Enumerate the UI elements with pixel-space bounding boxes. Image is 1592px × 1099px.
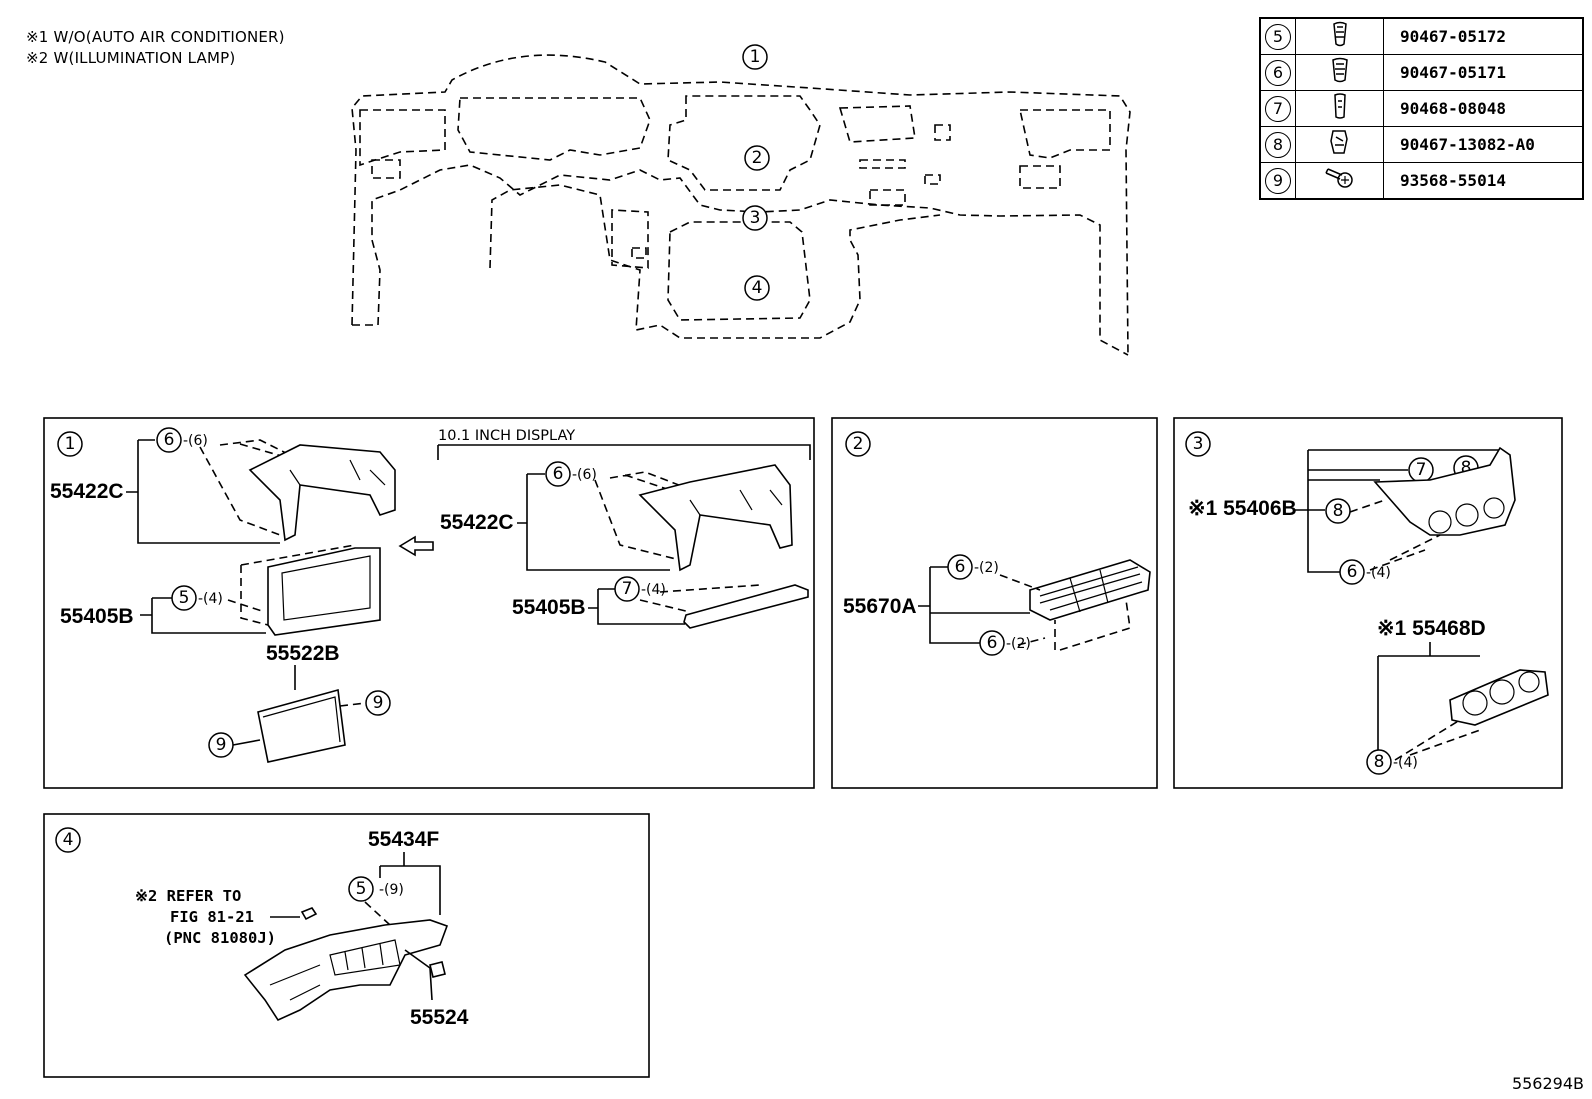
table-row: 5 90467-05172 xyxy=(1259,17,1584,55)
ac-control-panel xyxy=(1449,669,1549,726)
quantity: -(6) xyxy=(183,433,208,449)
quantity: -(4) xyxy=(1393,755,1418,771)
instrument-cluster-hood-10in xyxy=(638,464,793,572)
part-label-55524: 55524 xyxy=(410,1006,469,1029)
part-label-55522B: 55522B xyxy=(266,642,340,665)
center-vent-assembly xyxy=(1029,559,1151,621)
view-arrow-icon xyxy=(398,535,434,557)
callout-6: 6 xyxy=(164,430,175,450)
callout-5: 5 xyxy=(356,879,367,899)
quantity: -(4) xyxy=(198,591,223,607)
panel-1: 1 55422C 6 -(6) 55405B 5 -(4) 55522B 9 9 xyxy=(43,417,815,789)
callout-7: 7 xyxy=(1416,460,1427,480)
panel-4: 4 55434F 5 -(9) ※2 REFER TO FIG 81-21 (P… xyxy=(43,813,650,1078)
callout-6: 6 xyxy=(1347,562,1358,582)
illumination-lamp xyxy=(300,907,318,921)
callout-overview-2: 2 xyxy=(752,148,763,168)
clip-icon xyxy=(1332,21,1347,47)
dashboard-overview: 1 2 3 4 xyxy=(351,44,1131,356)
part-number: 90467-05171 xyxy=(1383,54,1584,91)
table-row: 8 90467-13082-A0 xyxy=(1259,126,1584,163)
callout: 8 xyxy=(1265,131,1291,158)
callout-5: 5 xyxy=(179,588,190,608)
callout-9: 9 xyxy=(373,693,384,713)
part-label-55422C: 55422C xyxy=(440,511,514,534)
callout-8: 8 xyxy=(1333,501,1344,521)
clip-icon xyxy=(1329,130,1348,154)
part-label-55406B: ※1 55406B xyxy=(1188,497,1297,520)
lower-center-panel xyxy=(667,221,811,321)
panel-2-number: 2 xyxy=(853,434,864,454)
callout-overview-3: 3 xyxy=(750,208,761,228)
callout: 6 xyxy=(1265,59,1291,86)
callout: 5 xyxy=(1265,23,1291,50)
callout-6: 6 xyxy=(553,464,564,484)
switch-plug xyxy=(429,961,446,978)
callout-9: 9 xyxy=(216,735,227,755)
table-row: 9 93568-55014 xyxy=(1259,162,1584,200)
vent-left xyxy=(611,209,649,269)
part-label-55468D: ※1 55468D xyxy=(1377,617,1486,640)
callout-8: 8 xyxy=(1374,752,1385,772)
clip-icon xyxy=(1331,57,1348,83)
callout-overview-1: 1 xyxy=(750,47,761,67)
center-panel xyxy=(667,95,821,191)
panel-1-number: 1 xyxy=(65,434,76,454)
panel-4-number: 4 xyxy=(63,830,74,850)
callout: 9 xyxy=(1265,167,1291,194)
ac-control-bezel xyxy=(1373,446,1516,536)
part-number: 90467-05172 xyxy=(1383,17,1584,55)
display-trim-strip xyxy=(683,584,809,629)
callout-overview-4: 4 xyxy=(752,278,763,298)
refer-note-1: ※2 REFER TO xyxy=(135,887,241,905)
quantity: -(9) xyxy=(379,882,404,898)
panel-2: 2 55670A 6 -(2) 6 -(2) xyxy=(831,417,1158,789)
display-unit xyxy=(257,688,346,763)
fastener-table: 5 90467-05172 6 90467-05171 7 90468-0804… xyxy=(1259,17,1584,200)
quantity: -(4) xyxy=(641,582,666,598)
callout-8: 8 xyxy=(1461,458,1472,478)
part-label-55405B: 55405B xyxy=(60,605,134,628)
table-row: 6 90467-05171 xyxy=(1259,54,1584,91)
note-2: ※2 W(ILLUMINATION LAMP) xyxy=(26,49,236,67)
refer-note-2: FIG 81-21 xyxy=(170,908,254,926)
part-number: 90467-13082-A0 xyxy=(1383,126,1584,163)
part-label-55405B: 55405B xyxy=(512,596,586,619)
clip-icon xyxy=(1333,93,1346,119)
panel-3: 3 ※1 55406B 7 8 8 6 -(4) ※1 55468D 8 -(4… xyxy=(1173,417,1563,789)
figure-id: 556294B xyxy=(1511,1074,1584,1093)
quantity: -(2) xyxy=(974,560,999,576)
callout-6: 6 xyxy=(955,557,966,577)
callout: 7 xyxy=(1265,95,1291,122)
part-label-55670A: 55670A xyxy=(843,595,917,618)
refer-note-3: (PNC 81080J) xyxy=(164,929,276,947)
part-label-55422C: 55422C xyxy=(50,480,124,503)
callout-7: 7 xyxy=(622,579,633,599)
part-number: 93568-55014 xyxy=(1383,162,1584,200)
screw-icon xyxy=(1324,168,1353,188)
quantity: -(4) xyxy=(1366,565,1391,581)
notes: ※1 W/O(AUTO AIR CONDITIONER) ※2 W(ILLUMI… xyxy=(26,27,285,69)
part-label-55434F: 55434F xyxy=(368,828,439,851)
quantity: -(6) xyxy=(572,467,597,483)
variant-title: 10.1 INCH DISPLAY xyxy=(438,428,575,444)
quantity: -(2) xyxy=(1006,636,1031,652)
part-number: 90468-08048 xyxy=(1383,90,1584,127)
display-frame xyxy=(267,547,381,636)
instrument-cluster-hood xyxy=(248,444,396,542)
panel-3-number: 3 xyxy=(1193,434,1204,454)
note-1: ※1 W/O(AUTO AIR CONDITIONER) xyxy=(26,28,285,46)
callout-6: 6 xyxy=(987,633,998,653)
